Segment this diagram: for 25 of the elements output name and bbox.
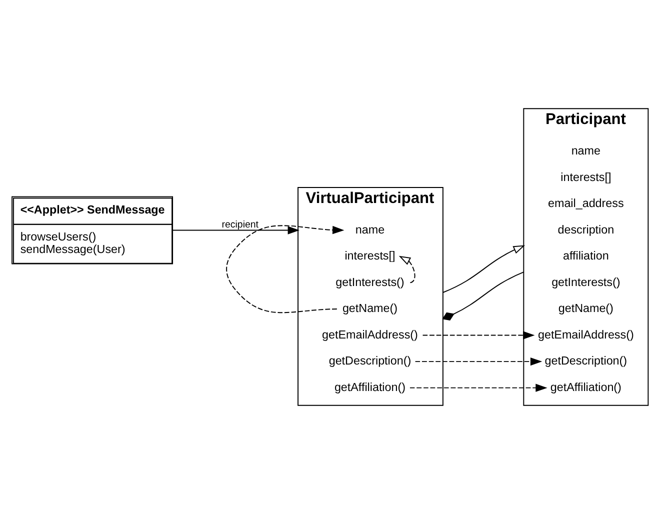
node-text: getDescription() bbox=[328, 354, 412, 368]
node-text: getEmailAddress() bbox=[538, 328, 634, 342]
node-text: getAffiliation() bbox=[550, 380, 622, 394]
node-text: getInterests() bbox=[336, 276, 404, 289]
node-text: email_address bbox=[548, 197, 624, 210]
node-text: name bbox=[571, 144, 600, 158]
node-text: description bbox=[558, 223, 614, 236]
arrow bbox=[442, 245, 526, 293]
node-text: interests[] bbox=[344, 250, 396, 263]
node-text: getInterests() bbox=[552, 276, 620, 289]
arrow bbox=[172, 226, 300, 234]
arrow bbox=[414, 357, 542, 366]
arrow bbox=[422, 331, 535, 340]
node-text: getName() bbox=[342, 302, 398, 316]
node-text: getDescription() bbox=[544, 354, 628, 368]
node-text: getName() bbox=[558, 302, 614, 316]
node-text: getAffiliation() bbox=[334, 380, 406, 394]
edge-label: recipient bbox=[222, 219, 259, 230]
node-text: interests[] bbox=[560, 170, 612, 184]
node-text: getEmailAddress() bbox=[322, 328, 418, 342]
node-text: name bbox=[355, 223, 385, 236]
arrow bbox=[409, 384, 548, 392]
connector bbox=[442, 272, 524, 321]
arrow bbox=[226, 225, 344, 314]
node-text: affiliation bbox=[563, 250, 609, 263]
